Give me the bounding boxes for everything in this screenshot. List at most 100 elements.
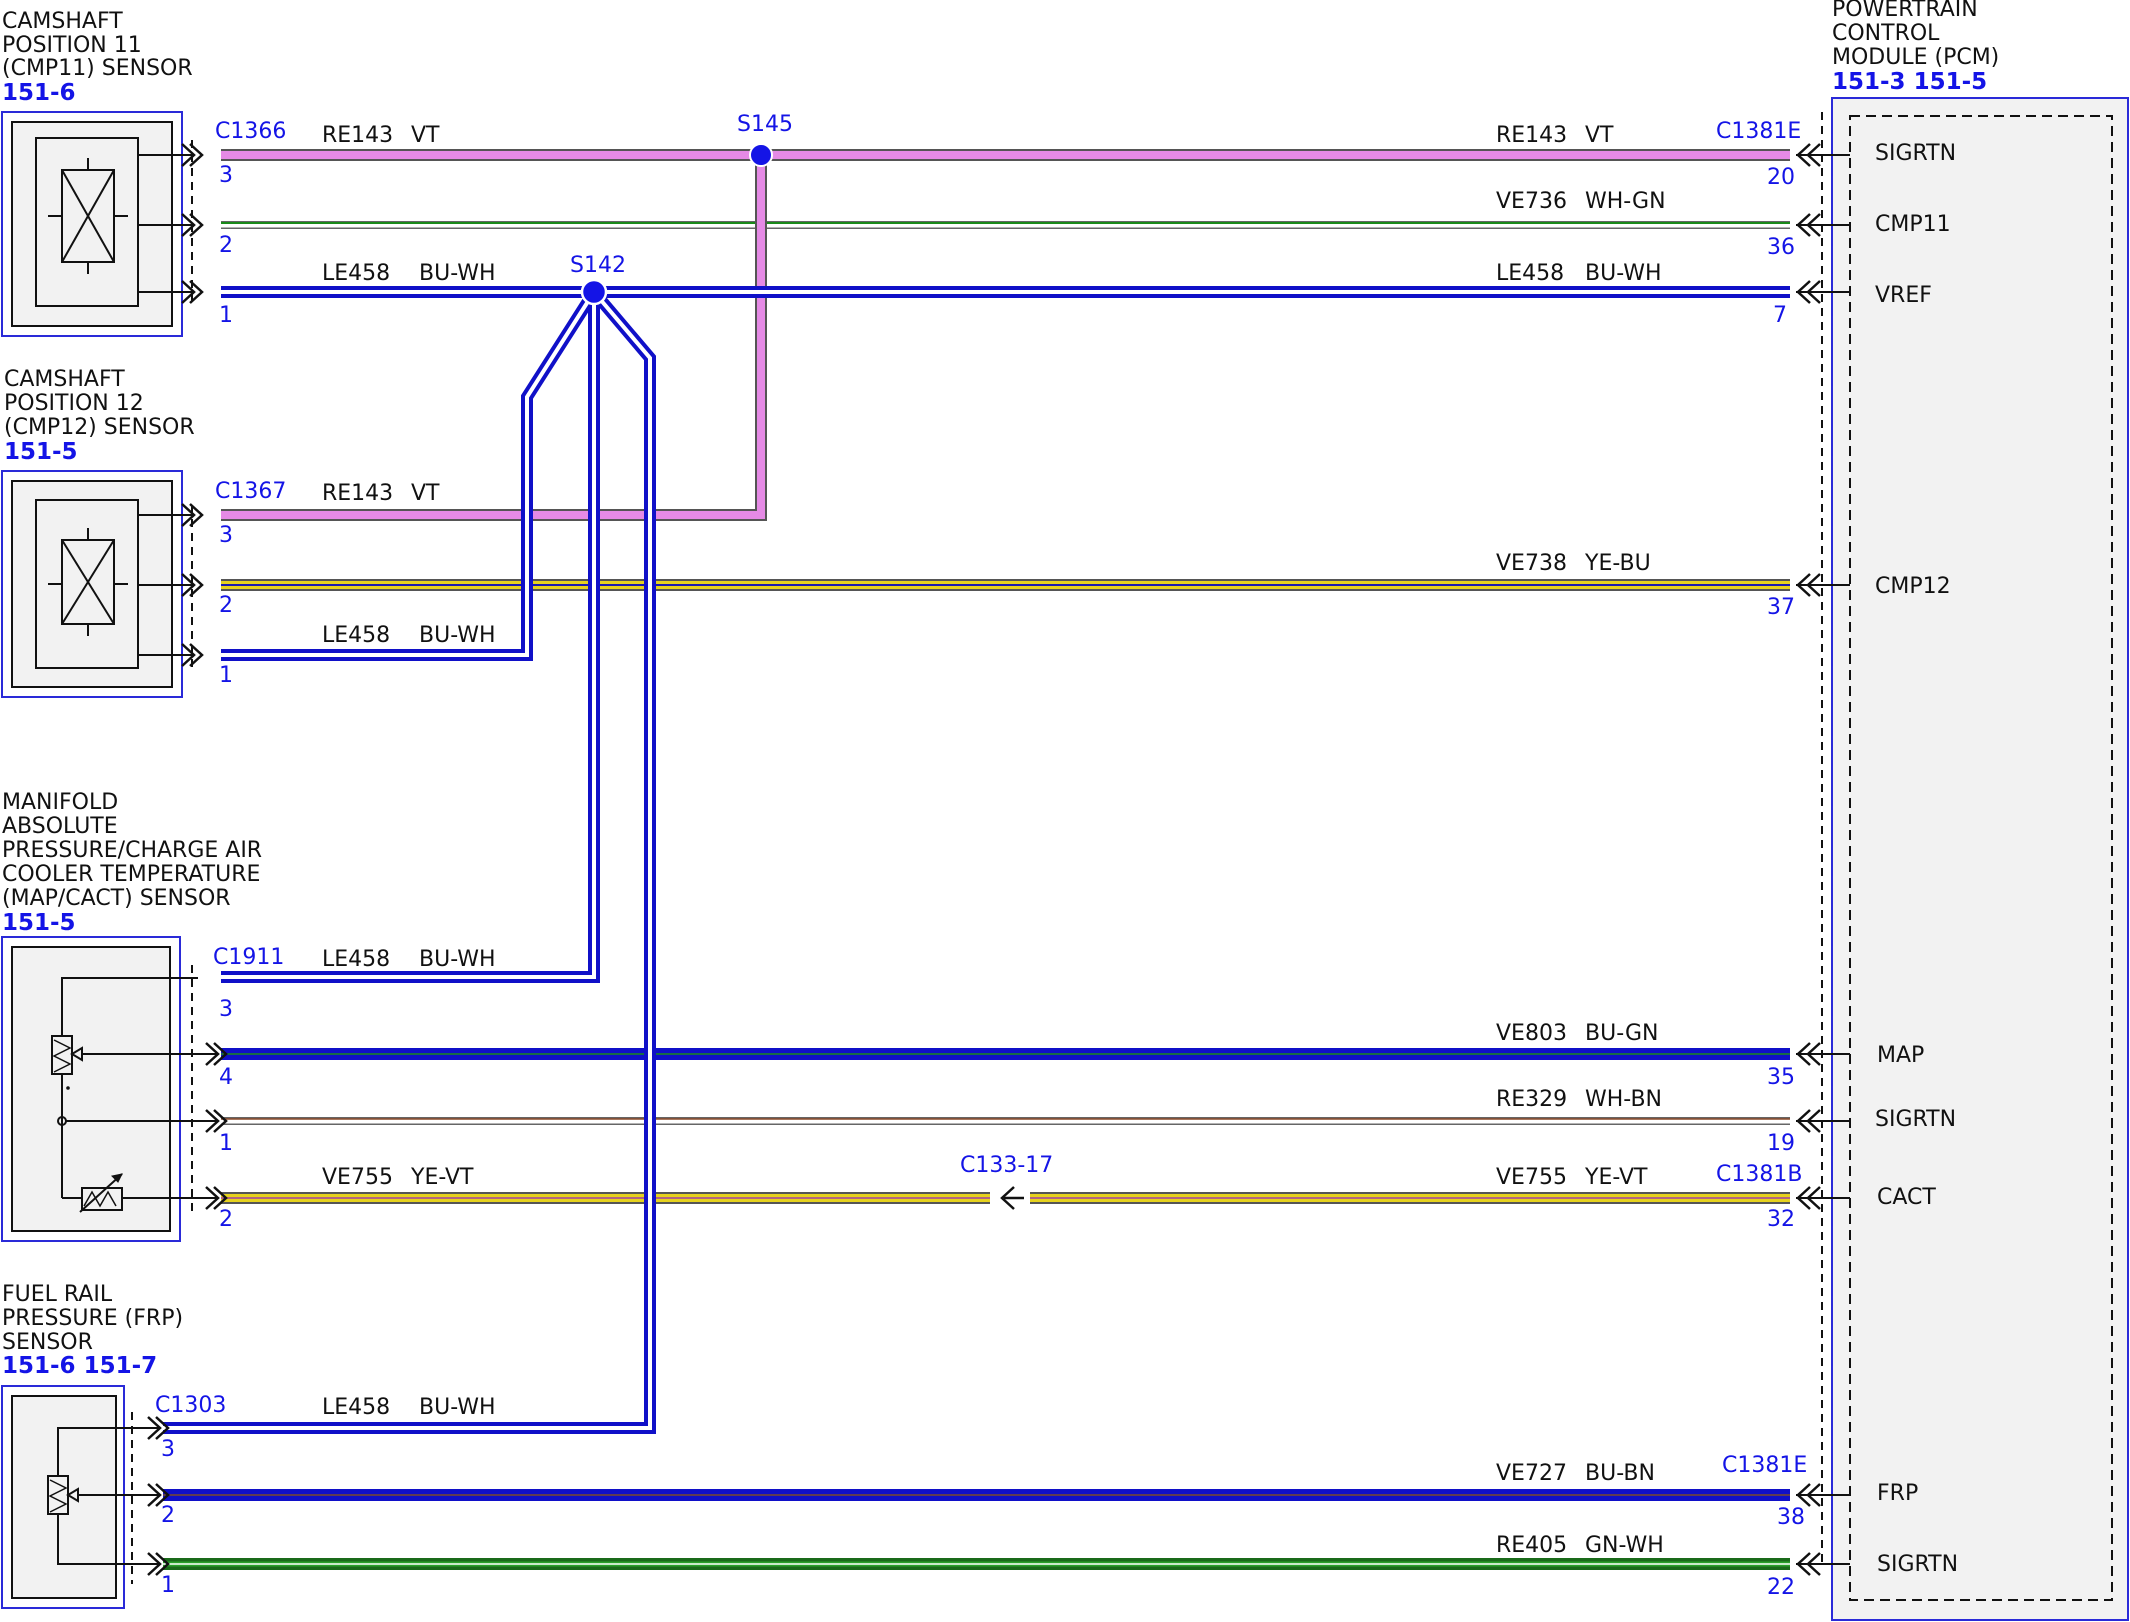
splice-s145-label: S145	[737, 112, 793, 137]
inline-connector-c133[interactable]	[1000, 1186, 1024, 1210]
pcm-terminal-4	[1796, 573, 1850, 597]
cmp11-ref: 151-6	[2, 80, 76, 106]
cmp12-title: CAMSHAFT POSITION 12 (CMP12) SENSOR 151-…	[4, 367, 195, 465]
frp-ref: 151-6 151-7	[2, 1353, 157, 1379]
svg-text:19: 19	[1767, 1131, 1795, 1156]
pcm-signal-labels: SIGRTN CMP11 VREF CMP12 MAP SIGRTN CACT …	[1875, 141, 1958, 1577]
svg-text:20: 20	[1767, 165, 1795, 190]
splice-s145[interactable]	[749, 143, 773, 167]
svg-text:LE458: LE458	[322, 623, 390, 648]
pcm-terminal-3	[1796, 280, 1850, 304]
connector-c1381e-top: C1381E	[1716, 119, 1801, 144]
pcm-module[interactable]	[1831, 97, 2129, 1621]
svg-text:35: 35	[1767, 1065, 1795, 1090]
pcm-signal-sigrtn-3: SIGRTN	[1877, 1552, 1958, 1577]
pcm-signal-map: MAP	[1877, 1043, 1924, 1068]
svg-text:BU-GN: BU-GN	[1585, 1021, 1658, 1046]
pcm-terminal-9	[1796, 1552, 1850, 1576]
wire-ve736[interactable]	[221, 221, 1790, 229]
svg-text:LE458: LE458	[322, 1395, 390, 1420]
sensor-terminal-4	[138, 503, 204, 527]
svg-text:ABSOLUTE: ABSOLUTE	[2, 814, 118, 839]
svg-text:38: 38	[1777, 1505, 1805, 1530]
svg-text:VT: VT	[411, 123, 440, 148]
connector-c1381b: C1381B	[1716, 1162, 1802, 1187]
svg-text:7: 7	[1773, 303, 1787, 328]
svg-text:BU-WH: BU-WH	[419, 623, 496, 648]
svg-text:RE143: RE143	[322, 481, 393, 506]
svg-text:3: 3	[219, 523, 233, 548]
svg-text:4: 4	[219, 1065, 233, 1090]
connector-c1381e-bottom: C1381E	[1722, 1453, 1807, 1478]
svg-text:(CMP11) SENSOR: (CMP11) SENSOR	[2, 56, 193, 81]
svg-text:VE727: VE727	[1496, 1461, 1567, 1486]
svg-text:PRESSURE/CHARGE AIR: PRESSURE/CHARGE AIR	[2, 838, 262, 863]
map-cact-sensor[interactable]	[1, 936, 198, 1242]
pcm-signal-cmp11: CMP11	[1875, 212, 1951, 237]
pcm-signal-vref: VREF	[1875, 283, 1932, 308]
svg-text:VE803: VE803	[1496, 1021, 1567, 1046]
svg-text:PRESSURE (FRP): PRESSURE (FRP)	[2, 1306, 183, 1331]
pcm-terminal-2	[1796, 213, 1850, 237]
splice-s142[interactable]	[580, 278, 608, 306]
pcm-signal-cmp12: CMP12	[1875, 574, 1951, 599]
sensor-terminal-12	[116, 1552, 170, 1576]
svg-text:3: 3	[219, 163, 233, 188]
svg-text:1: 1	[161, 1573, 175, 1598]
wire-re329[interactable]	[221, 1117, 1790, 1125]
svg-text:YE-BU: YE-BU	[1584, 551, 1651, 576]
svg-text:VE736: VE736	[1496, 189, 1567, 214]
svg-text:VE738: VE738	[1496, 551, 1567, 576]
connector-c1367: C1367	[215, 479, 286, 504]
svg-text:BU-WH: BU-WH	[419, 261, 496, 286]
svg-text:MODULE (PCM): MODULE (PCM)	[1832, 45, 1999, 70]
svg-text:RE405: RE405	[1496, 1533, 1567, 1558]
wire-labels: RE143 VT RE143 VT VE736 WH-GN LE458 BU-W…	[322, 123, 1666, 1558]
svg-text:2: 2	[219, 593, 233, 618]
svg-text:YE-VT: YE-VT	[1584, 1165, 1648, 1190]
svg-text:(CMP12) SENSOR: (CMP12) SENSOR	[4, 415, 195, 440]
sensor-terminal-6	[138, 643, 204, 667]
wire-le458-network[interactable]	[163, 286, 1790, 1434]
svg-text:BU-BN: BU-BN	[1585, 1461, 1655, 1486]
wire-re143-cmp12[interactable]	[221, 155, 767, 521]
sensor-terminal-9	[198, 1186, 228, 1210]
sensor-terminal-2	[138, 213, 204, 237]
connector-c1911: C1911	[213, 945, 284, 970]
svg-text:LE458: LE458	[322, 261, 390, 286]
svg-text:VE755: VE755	[322, 1165, 393, 1190]
pcm-terminal-7	[1796, 1186, 1850, 1210]
svg-text:COOLER TEMPERATURE: COOLER TEMPERATURE	[2, 862, 260, 887]
sensor-terminal-5	[138, 573, 204, 597]
svg-text:WH-GN: WH-GN	[1585, 189, 1666, 214]
connector-c1366: C1366	[215, 119, 286, 144]
pcm-connector-terminals	[1796, 143, 1850, 1576]
svg-text:2: 2	[219, 233, 233, 258]
svg-text:GN-WH: GN-WH	[1585, 1533, 1664, 1558]
sensor-connector-terminals	[116, 143, 228, 1576]
pcm-signal-sigrtn-1: SIGRTN	[1875, 141, 1956, 166]
svg-text:LE458: LE458	[1496, 261, 1564, 286]
svg-text:2: 2	[219, 1207, 233, 1232]
sensor-terminal-7	[198, 1042, 228, 1066]
pcm-signal-frp: FRP	[1877, 1481, 1918, 1506]
svg-text:3: 3	[219, 997, 233, 1022]
svg-text:VE755: VE755	[1496, 1165, 1567, 1190]
svg-text:1: 1	[219, 1131, 233, 1156]
svg-text:CAMSHAFT: CAMSHAFT	[4, 367, 125, 392]
svg-text:CONTROL: CONTROL	[1832, 21, 1940, 46]
pin-numbers: 3 20 2 36 1 7 3 2 37 1 3 4 35 1 19 2 32 …	[161, 163, 1805, 1600]
svg-text:BU-WH: BU-WH	[419, 947, 496, 972]
pcm-terminal-5	[1796, 1042, 1850, 1066]
svg-text:1: 1	[219, 663, 233, 688]
svg-text:RE143: RE143	[322, 123, 393, 148]
pcm-terminal-6	[1796, 1109, 1850, 1133]
svg-text:POWERTRAIN: POWERTRAIN	[1832, 0, 1978, 22]
svg-text:2: 2	[161, 1503, 175, 1528]
frp-sensor[interactable]	[1, 1385, 140, 1609]
svg-text:MANIFOLD: MANIFOLD	[2, 790, 118, 815]
svg-text:32: 32	[1767, 1207, 1795, 1232]
svg-text:3: 3	[161, 1437, 175, 1462]
pcm-title: POWERTRAIN CONTROL MODULE (PCM) 151-3 15…	[1832, 0, 1999, 95]
pcm-ref: 151-3 151-5	[1832, 69, 1987, 95]
